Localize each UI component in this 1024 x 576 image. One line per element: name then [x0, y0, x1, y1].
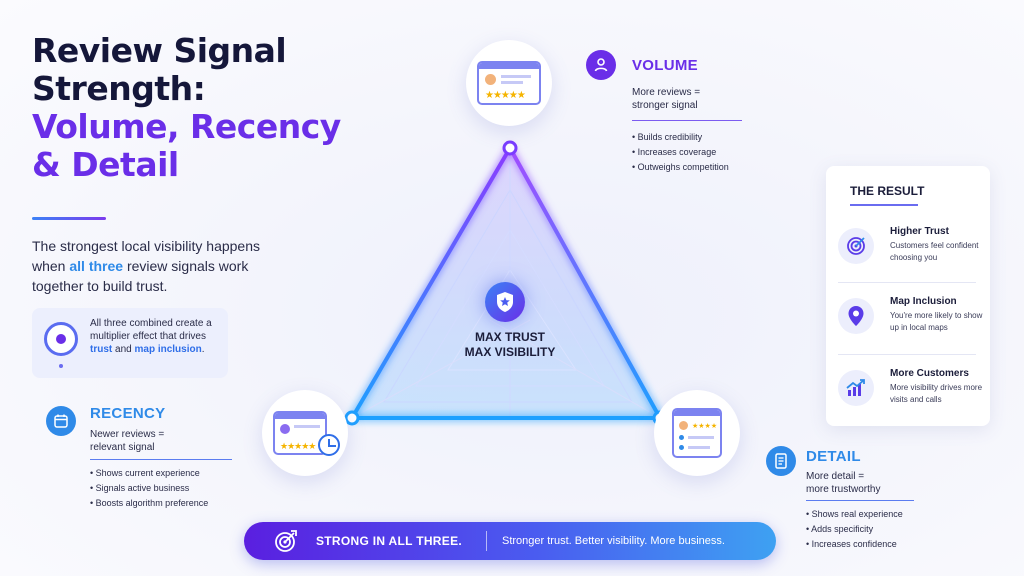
result-item-title: Map Inclusion [890, 296, 957, 307]
multiplier-trust: trust [90, 344, 113, 355]
multiplier-card: All three combined create a multiplier e… [32, 308, 228, 378]
detail-subtitle: More detail = more trustworthy [806, 470, 880, 496]
recency-subtitle: Newer reviews = relevant signal [90, 428, 164, 454]
list-item: Shows current experience [90, 466, 208, 481]
clock-icon [318, 434, 340, 456]
intro-before: The strongest local visibility happens w… [32, 238, 261, 274]
recency-heading: RECENCY [90, 405, 166, 422]
volume-bullets: Builds credibility Increases coverage Ou… [632, 130, 729, 175]
compass-icon [44, 322, 78, 356]
list-item: Adds specificity [806, 522, 903, 537]
list-item: Builds credibility [632, 130, 729, 145]
result-rule [850, 204, 918, 206]
growth-chart-icon [838, 370, 874, 406]
triangle-edge-right [508, 146, 662, 420]
intro-text: The strongest local visibility happens w… [32, 236, 272, 296]
result-item-desc: You're more likely to show up in local m… [890, 311, 983, 332]
document-icon [766, 446, 796, 476]
detail-heading: DETAIL [806, 448, 861, 465]
volume-subtitle: More reviews = stronger signal [632, 86, 700, 112]
title-line-1: Review Signal [32, 31, 287, 70]
multiplier-after: . [201, 344, 205, 355]
map-pin-icon [838, 298, 874, 334]
result-item-desc: Customers feel confident choosing you [890, 241, 979, 262]
list-item: Signals active business [90, 481, 208, 496]
detail-sub-1: More detail = [806, 471, 865, 482]
result-title: THE RESULT [850, 184, 925, 198]
result-divider [838, 282, 976, 283]
target-arrow-icon [275, 530, 297, 552]
volume-rule [632, 120, 742, 121]
vertex-left [344, 410, 360, 426]
list-item: Shows real experience [806, 507, 903, 522]
stars-icon: ★★★★ [692, 423, 718, 430]
detail-rule [806, 500, 914, 501]
detail-sub-2: more trustworthy [806, 484, 881, 495]
recency-rule [90, 459, 232, 460]
result-item-title: More Customers [890, 368, 969, 379]
recency-bullets: Shows current experience Signals active … [90, 466, 209, 511]
target-icon [838, 228, 874, 264]
volume-heading: VOLUME [632, 57, 698, 74]
result-panel: THE RESULT Higher Trust Customers feel c… [826, 166, 990, 426]
detail-bubble: ★★★★ [654, 390, 740, 476]
triangle-inner-ring-1 [383, 189, 633, 403]
intro-highlight: all three [69, 258, 124, 274]
result-item-desc: More visibility drives more visits and c… [890, 383, 983, 404]
list-item: Outweighs competition [632, 160, 729, 175]
list-item: Boosts algorithm preference [90, 496, 209, 511]
summary-banner: STRONG IN ALL THREE. Stronger trust. Bet… [244, 522, 776, 560]
banner-divider [486, 531, 487, 551]
recency-sub-1: Newer reviews = [90, 429, 165, 440]
stars-icon: ★★★★★ [280, 441, 316, 451]
banner-headline: STRONG IN ALL THREE. [316, 534, 463, 548]
title-divider [32, 217, 106, 220]
vertex-top [502, 140, 518, 156]
triangle-edge-left [350, 146, 512, 420]
result-divider [838, 354, 976, 355]
title-line-3: Volume, Recency [32, 107, 341, 146]
detail-card-icon: ★★★★ [672, 408, 722, 458]
recency-sub-2: relevant signal [90, 442, 155, 453]
shield-star-icon [485, 282, 525, 322]
page-title: Review Signal Strength: Volume, Recency … [32, 32, 341, 184]
result-item-map-inclusion: Map Inclusion You're more likely to show… [838, 292, 986, 352]
result-item-title: Higher Trust [890, 226, 949, 237]
volume-bubble: ★★★★★ [466, 40, 552, 126]
list-item: Increases confidence [806, 537, 903, 552]
triangle-spoke-2 [351, 319, 531, 419]
title-line-2: Strength: [32, 69, 206, 108]
people-icon [586, 50, 616, 80]
dot-decoration [59, 364, 63, 368]
volume-sub-2: stronger signal [632, 100, 698, 111]
volume-sub-1: More reviews = [632, 87, 701, 98]
calendar-icon [46, 406, 76, 436]
multiplier-middle: and [112, 344, 135, 355]
result-item-higher-trust: Higher Trust Customers feel confident ch… [838, 222, 986, 282]
center-label: MAX TRUST MAX VISIBILITY [440, 330, 580, 360]
banner-message: Stronger trust. Better visibility. More … [502, 535, 725, 547]
multiplier-map: map inclusion [134, 344, 202, 355]
triangle-spoke-3 [489, 319, 661, 419]
review-card-icon: ★★★★★ [477, 61, 541, 105]
stars-icon: ★★★★★ [485, 90, 526, 101]
intro-after: review signals work together to build tr… [32, 258, 249, 294]
recency-bubble: ★★★★★ [262, 390, 348, 476]
result-item-more-customers: More Customers More visibility drives mo… [838, 364, 986, 424]
multiplier-before: All three combined create a multiplier e… [90, 318, 212, 342]
detail-bullets: Shows real experience Adds specificity I… [806, 507, 903, 552]
multiplier-text: All three combined create a multiplier e… [90, 317, 222, 356]
title-line-4: & Detail [32, 145, 179, 184]
center-line-2: MAX VISIBILITY [464, 345, 556, 359]
triangle-inner-ring-3 [447, 269, 577, 371]
center-line-1: MAX TRUST [475, 330, 545, 344]
list-item: Increases coverage [632, 145, 729, 160]
